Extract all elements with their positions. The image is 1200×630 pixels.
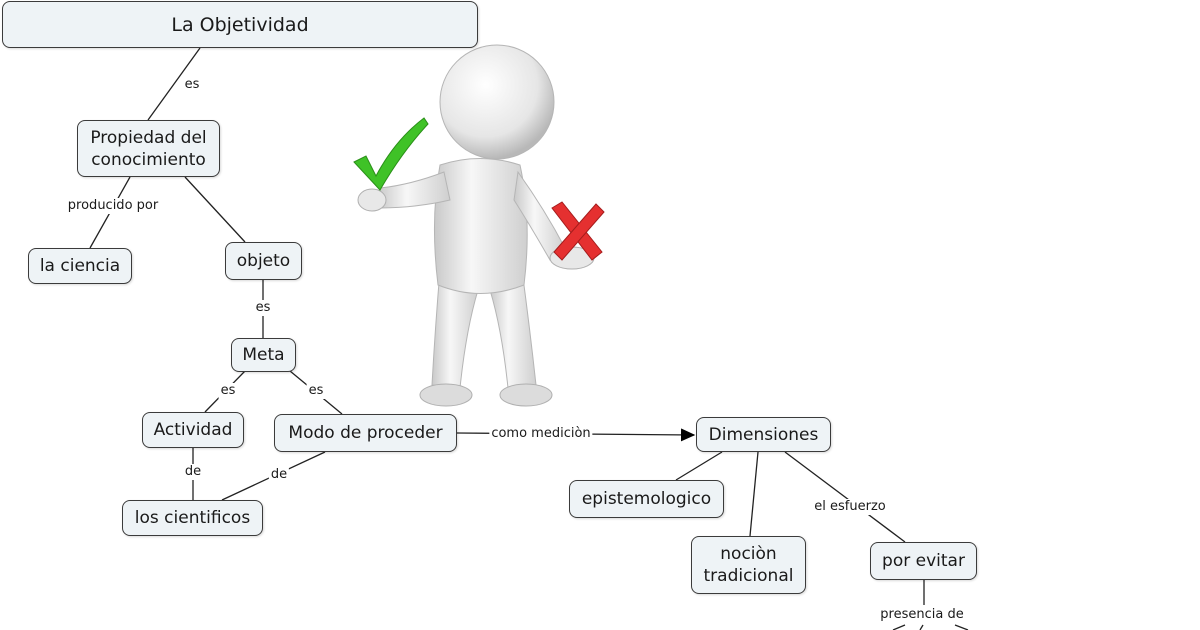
link-dimensiones-epistemologico: [675, 451, 723, 481]
node-propiedad-text: Propiedad del conocimiento: [90, 127, 207, 170]
link-label-es: es: [253, 300, 273, 316]
link-title-propiedad: [147, 47, 201, 121]
link-label-de: de: [182, 464, 204, 480]
node-meta[interactable]: Meta: [231, 338, 296, 372]
node-modo-text: Modo de proceder: [288, 423, 443, 443]
link-label-es: es: [182, 77, 202, 93]
node-nocion-text: nociòn tradicional: [703, 544, 794, 586]
link-dimensiones-evitar: [784, 451, 906, 543]
title-node[interactable]: La Objetividad: [2, 1, 478, 48]
node-dimensiones-text: Dimensiones: [708, 424, 819, 445]
node-ciencia-text: la ciencia: [39, 256, 121, 276]
node-epistemologico-text: epistemologico: [581, 489, 712, 509]
node-modo[interactable]: Modo de proceder: [274, 414, 457, 452]
node-objeto[interactable]: objeto: [225, 242, 302, 280]
node-evitar-text: por evitar: [882, 551, 965, 571]
link-label-como-medicion: como mediciòn: [489, 426, 593, 442]
link-presencia-right: [954, 624, 969, 630]
node-nocion[interactable]: nociòn tradicional: [691, 536, 806, 594]
check-mark-icon: [353, 117, 429, 191]
node-actividad[interactable]: Actividad: [142, 412, 244, 448]
node-dimensiones[interactable]: Dimensiones: [696, 417, 831, 452]
node-objeto-text: objeto: [236, 251, 291, 271]
link-label-el-esfuerzo: el esfuerzo: [812, 499, 888, 515]
node-propiedad[interactable]: Propiedad del conocimiento: [77, 120, 220, 177]
link-presencia-mid: [919, 624, 924, 630]
3d-person-figure: [353, 44, 605, 407]
link-propiedad-objeto: [184, 176, 246, 243]
node-cientificos[interactable]: los cientificos: [122, 500, 263, 536]
node-cientificos-text: los cientificos: [134, 508, 251, 528]
cross-mark-icon: [551, 201, 605, 261]
node-meta-text: Meta: [242, 345, 285, 365]
link-label-de: de: [268, 467, 290, 483]
link-label-es: es: [218, 383, 238, 399]
title-text: La Objetividad: [171, 13, 309, 36]
node-epistemologico[interactable]: epistemologico: [569, 480, 724, 518]
link-presencia-left: [892, 624, 906, 630]
link-dimensiones-nocion: [749, 451, 759, 537]
node-ciencia[interactable]: la ciencia: [28, 248, 132, 284]
node-actividad-text: Actividad: [153, 420, 233, 440]
node-evitar[interactable]: por evitar: [870, 542, 977, 580]
link-label-producido-por: producido por: [65, 198, 161, 214]
link-label-presencia-de: presencia de: [878, 607, 966, 623]
link-label-es: es: [306, 383, 326, 399]
